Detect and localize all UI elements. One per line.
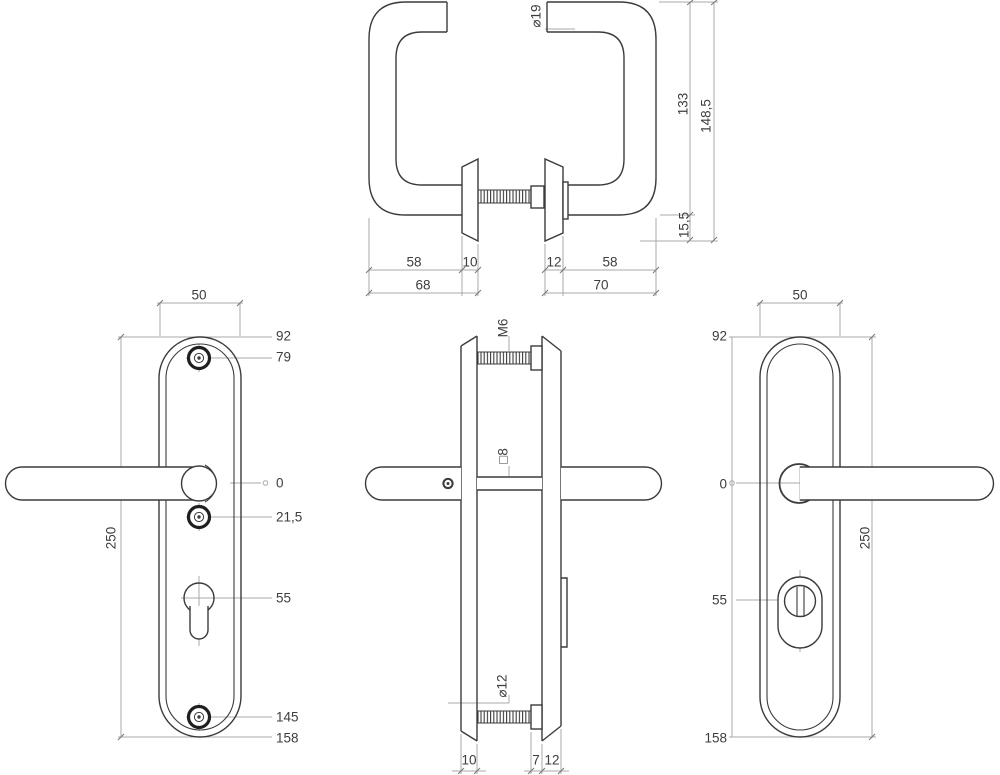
dim-handle-height: 133 bbox=[675, 92, 691, 116]
dim-tube-diameter: ⌀19 bbox=[528, 4, 544, 28]
dimension-lines bbox=[118, 1, 876, 774]
dim-side-plate-right: 12 bbox=[544, 752, 560, 768]
spindle-thread bbox=[477, 189, 532, 204]
mark-cylinder: 55 bbox=[276, 590, 292, 606]
right-view-height-dim bbox=[729, 336, 876, 738]
mark-top-edge: 92 bbox=[276, 328, 292, 344]
dim-right-plate-height: 250 bbox=[857, 526, 873, 550]
mark-handle-axis: 0 bbox=[276, 475, 284, 491]
right-view-datum-circle bbox=[729, 480, 735, 486]
right-front-view bbox=[759, 336, 995, 738]
mark-cylinder: 55 bbox=[711, 592, 727, 608]
dim-side-sleeve: 7 bbox=[532, 752, 540, 768]
lever-neck bbox=[180, 465, 218, 502]
dim-left-plate-height: 250 bbox=[103, 526, 119, 550]
fixing-screw-bottom bbox=[186, 704, 212, 730]
dim-bolt-thread: M6 bbox=[495, 318, 511, 338]
fixing-screw-middle bbox=[186, 504, 212, 530]
mark-bottom-edge: 158 bbox=[704, 730, 727, 746]
left-view-height-dim bbox=[118, 336, 272, 738]
right-lever-side bbox=[561, 466, 663, 501]
grub-screw bbox=[442, 477, 454, 490]
dim-plate-depth-right: 12 bbox=[546, 254, 562, 270]
dim-bolt-sleeve-dia: ⌀12 bbox=[494, 674, 510, 698]
dim-plate-overhang: 15,5 bbox=[676, 211, 692, 239]
dim-spindle-square: □8 bbox=[495, 448, 511, 464]
lever-grip bbox=[4, 466, 196, 501]
top-view-right-extensions bbox=[640, 1, 718, 242]
right-neck-collar bbox=[562, 181, 569, 220]
mark-top-edge: 92 bbox=[711, 328, 727, 344]
mark-bottom-edge: 158 bbox=[276, 730, 299, 746]
right-view-width-dim bbox=[757, 302, 843, 336]
left-view-datum-circle bbox=[262, 480, 269, 486]
dimension-ticks bbox=[117, 0, 876, 775]
cylinder-guard-boss bbox=[561, 577, 568, 648]
top-view-right-dim-lines bbox=[689, 2, 715, 240]
left-rosette-profile bbox=[461, 157, 479, 243]
dim-right-plate-width: 50 bbox=[792, 287, 808, 303]
mark-top-screw: 79 bbox=[276, 349, 292, 365]
dim-total-height: 148,5 bbox=[698, 99, 714, 133]
dim-total-depth-right: 70 bbox=[593, 277, 609, 293]
left-view-leaders bbox=[181, 344, 272, 731]
lever-grip bbox=[800, 466, 995, 501]
mark-handle-axis: 0 bbox=[719, 476, 727, 492]
connecting-bolt-top bbox=[477, 345, 543, 371]
left-front-view bbox=[4, 336, 242, 738]
dim-side-plate-left: 10 bbox=[461, 752, 477, 768]
euro-cylinder-cutout bbox=[183, 582, 215, 640]
square-spindle bbox=[477, 476, 542, 491]
side-view-leaders bbox=[448, 336, 510, 704]
side-view-extensions bbox=[460, 729, 562, 774]
dim-total-depth-left: 68 bbox=[415, 277, 431, 293]
fixing-screw-top bbox=[186, 345, 212, 371]
mark-below-screw: 21,5 bbox=[276, 509, 303, 525]
backplate-outer bbox=[759, 336, 841, 738]
top-view bbox=[368, 1, 657, 243]
backplate-inner-edge bbox=[165, 343, 235, 731]
right-lever-top bbox=[546, 1, 657, 216]
left-plate-profile bbox=[460, 335, 478, 742]
cylinder-guard bbox=[777, 576, 823, 649]
dim-grip-right: 58 bbox=[602, 254, 618, 270]
backplate-inner-edge bbox=[766, 343, 834, 731]
left-lever-side bbox=[364, 466, 461, 501]
connecting-bolt-bottom bbox=[477, 704, 543, 730]
spindle-block bbox=[530, 185, 545, 209]
dim-plate-depth-left: 10 bbox=[462, 254, 478, 270]
cylinder-slot bbox=[796, 587, 805, 617]
left-view-width-dim bbox=[157, 302, 243, 336]
right-plate-profile bbox=[541, 335, 568, 742]
side-view bbox=[364, 335, 663, 742]
dim-grip-left: 58 bbox=[406, 254, 422, 270]
left-lever-top bbox=[368, 1, 462, 216]
backplate-outer bbox=[158, 336, 242, 738]
dim-left-plate-width: 50 bbox=[191, 287, 207, 303]
right-rosette-profile bbox=[544, 157, 564, 243]
mark-bottom-screw: 145 bbox=[276, 709, 299, 725]
